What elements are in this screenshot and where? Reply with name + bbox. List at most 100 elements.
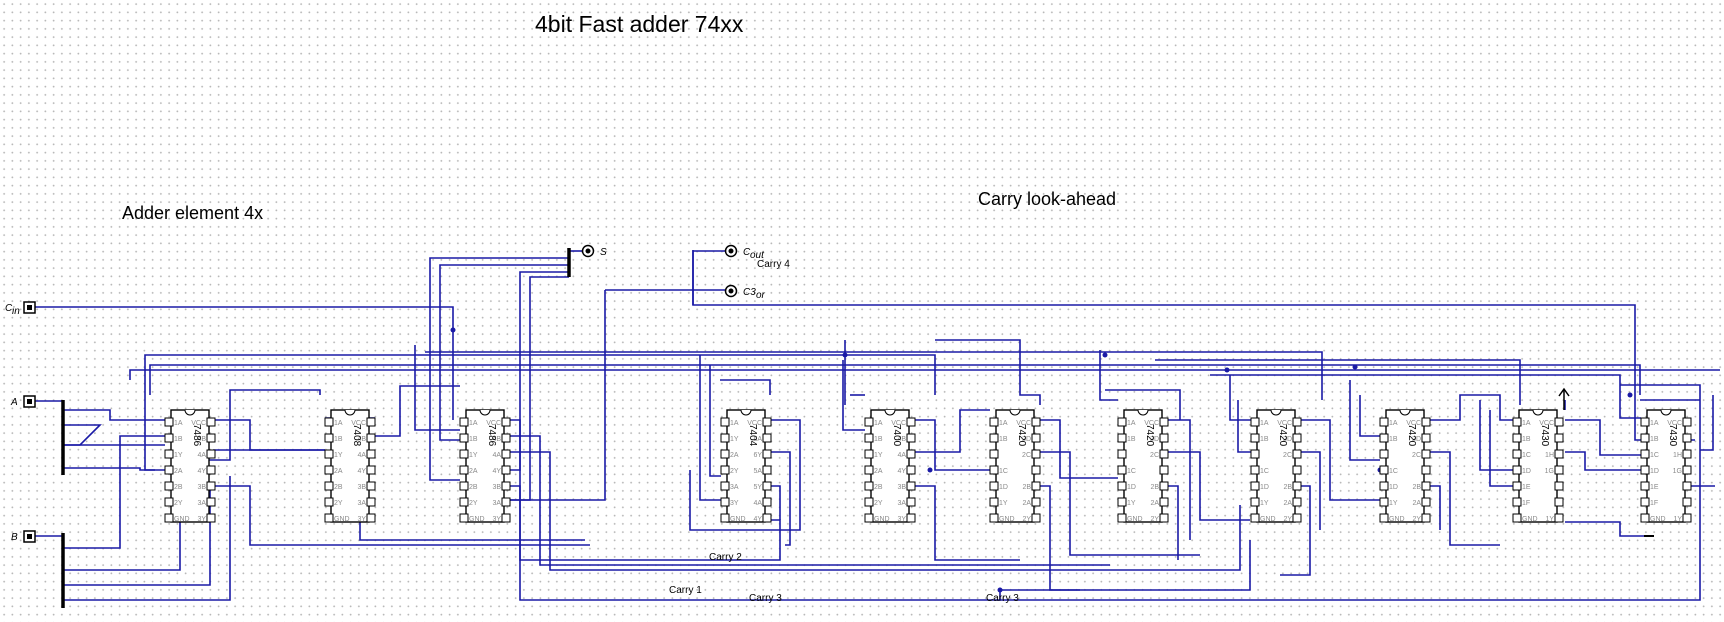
wire-junction (1352, 364, 1358, 370)
output-cout[interactable]: C out (724, 244, 766, 262)
pin-label-right: VCC (351, 420, 366, 427)
pin-label-left: 1C (999, 468, 1008, 475)
pin-label-left: GND (1650, 516, 1666, 523)
pin-label-right: 3B (197, 484, 206, 491)
wire-junction (1224, 367, 1230, 373)
pin-label-left: GND (1260, 516, 1276, 523)
pin-label-right: 2C (1412, 452, 1421, 459)
pin-label-right: 3B (492, 484, 501, 491)
wire (720, 379, 771, 395)
input-cin[interactable]: C in (5, 301, 36, 317)
pin-label-right: 2D (1150, 436, 1159, 443)
pin-label-left: GND (730, 516, 746, 523)
cout-sub-label: out (750, 250, 765, 261)
pin-label-right: VCC (1277, 420, 1292, 427)
pin-label-right: VCC (1406, 420, 1421, 427)
wire (1489, 410, 1513, 487)
wire (699, 355, 721, 501)
carry3-label-a: Carry 3 (749, 593, 782, 604)
pin-label-right: VCC (1144, 420, 1159, 427)
pin-label-right: 3A (492, 500, 501, 507)
pin-label-left: 1B (874, 436, 883, 443)
pin-label-right: 3B (357, 484, 366, 491)
pin-label-left: 1D (1522, 468, 1531, 475)
pin-label-left: 1E (1522, 484, 1531, 491)
pin-label-left: 2Y (469, 500, 478, 507)
pin-label-right: 4B (897, 436, 906, 443)
pin-label-right: 2B (1412, 484, 1421, 491)
wire (1280, 485, 1311, 576)
pin-label-right: 2B (1150, 484, 1159, 491)
chip-part-label: 7400 (891, 424, 902, 447)
wire (999, 540, 1251, 600)
wire (505, 451, 1241, 571)
wire (1430, 485, 1441, 530)
wire (414, 345, 460, 431)
pin-label-right: 4A (357, 452, 366, 459)
pin-label-left: 1D (1260, 484, 1269, 491)
wire (1565, 419, 1641, 456)
pin-label-right: VCC (486, 420, 501, 427)
pin-label-left: 1B (1260, 436, 1269, 443)
wire (505, 435, 1110, 566)
wire (505, 276, 569, 501)
c3-label: C3 (743, 287, 756, 298)
input-a[interactable]: A (10, 395, 36, 408)
pin-label-right: 5A (753, 468, 762, 475)
wire (915, 409, 990, 453)
pin-label-left: 3Y (730, 500, 739, 507)
pin-label-right: 4Y (357, 468, 366, 475)
wire (1099, 350, 1118, 401)
wire (505, 384, 1701, 601)
chip-part-label: 7486 (486, 424, 497, 447)
wire (425, 351, 1323, 400)
pin-label-left: 1C (1389, 468, 1398, 475)
output-s[interactable]: S (581, 244, 608, 259)
wire (1040, 485, 1080, 591)
pin-label-right: 2C (1022, 452, 1031, 459)
wire (63, 409, 165, 421)
pin-label-left: 1D (1650, 468, 1659, 475)
pin-label-left: 2B (469, 484, 478, 491)
wire (770, 451, 791, 546)
wire (63, 476, 231, 601)
pin-label-left: 2B (334, 484, 343, 491)
output-c3[interactable]: C3 or (724, 284, 766, 302)
wire (1155, 359, 1521, 405)
pin-label-right: 2A (1412, 500, 1421, 507)
wire (1349, 380, 1380, 461)
pin-label-right: 1H (1673, 452, 1682, 459)
pin-label-right: 4B (357, 436, 366, 443)
wire-network (35, 250, 1720, 601)
wire (144, 354, 936, 471)
chip-part-label: 7420 (1144, 424, 1155, 447)
input-b[interactable]: B (11, 530, 36, 543)
pin-label-right: 2D (1283, 436, 1292, 443)
pin-label-right: 6A (753, 436, 762, 443)
carry3-label-b: Carry 3 (986, 593, 1019, 604)
pin-label-left: 1B (999, 436, 1008, 443)
pin-label-right: 2B (1022, 484, 1031, 491)
wire (63, 499, 181, 571)
carry2-label: Carry 2 (709, 552, 742, 563)
pin-label-left: 1Y (174, 452, 183, 459)
pin-label-left: 2A (174, 468, 183, 475)
pin-label-right: 4A (197, 452, 206, 459)
pin-label-right: 2A (1283, 500, 1292, 507)
c3-sub-label: or (756, 290, 766, 301)
wire (63, 435, 165, 549)
pin-label-left: 1A (334, 420, 343, 427)
s-label: S (600, 247, 607, 258)
wire (935, 339, 1041, 405)
pin-label-left: 1D (1389, 484, 1398, 491)
pin-label-left: GND (1522, 516, 1538, 523)
wire (1430, 394, 1513, 421)
a-label: A (10, 397, 18, 408)
pin-label-right: 2Y (1022, 516, 1031, 523)
pin-label-left: GND (999, 516, 1015, 523)
pin-label-right: 1G (1545, 468, 1554, 475)
